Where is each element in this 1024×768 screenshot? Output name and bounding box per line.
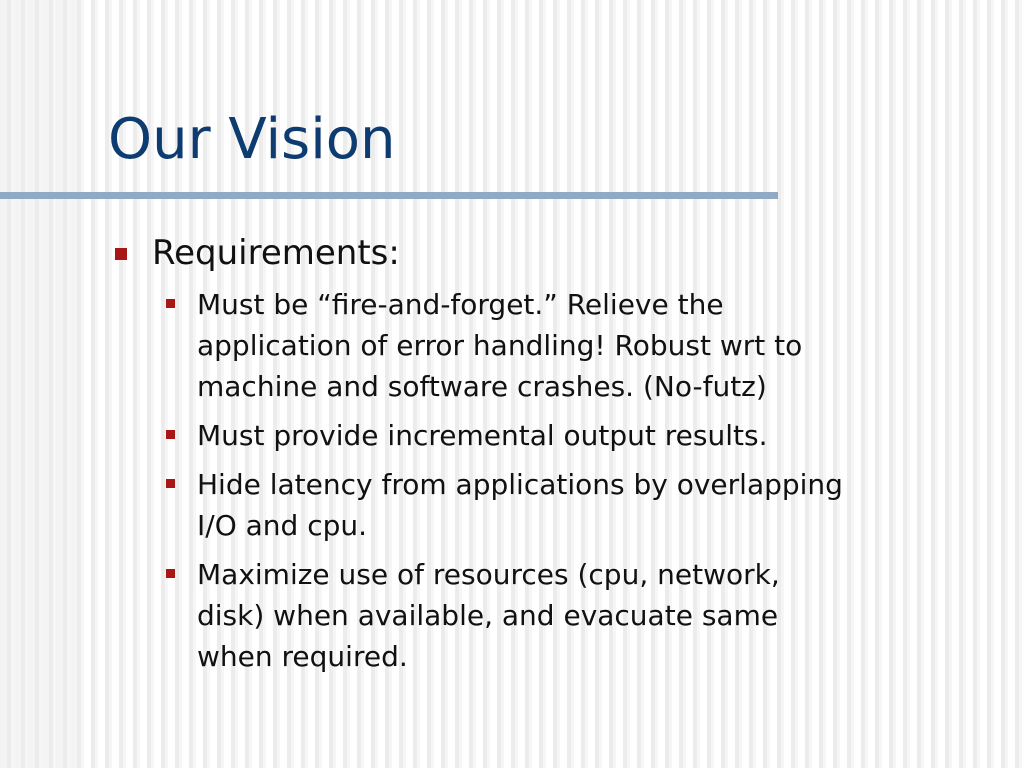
sub-bullet-fire-and-forget: Must be “fire-and-forget.” Relieve the a… xyxy=(166,284,997,407)
square-bullet-icon xyxy=(115,248,127,260)
sub-bullet-line: Maximize use of resources (cpu, network, xyxy=(197,558,780,591)
slide-body: Requirements: Must be “fire-and-forget.”… xyxy=(0,230,1024,677)
sub-bullet-maximize-resources: Maximize use of resources (cpu, network,… xyxy=(166,554,997,677)
square-bullet-icon xyxy=(166,430,175,439)
sub-bullet-line: I/O and cpu. xyxy=(197,509,368,542)
slide-title: Our Vision xyxy=(108,107,396,172)
bullet-label: Requirements: xyxy=(152,233,400,273)
square-bullet-icon xyxy=(166,479,175,488)
left-stripe-decoration xyxy=(0,0,78,768)
title-underline-rule xyxy=(0,192,778,199)
sub-bullet-line: Must provide incremental output results. xyxy=(197,419,768,452)
sub-bullet-line: application of error handling! Robust wr… xyxy=(197,329,803,362)
sub-bullet-incremental-output: Must provide incremental output results. xyxy=(166,415,997,456)
square-bullet-icon xyxy=(166,569,175,578)
sub-bullet-line: Must be “fire-and-forget.” Relieve the xyxy=(197,288,724,321)
sub-bullet-hide-latency: Hide latency from applications by overla… xyxy=(166,464,997,546)
bullet-requirements: Requirements: xyxy=(115,230,1024,276)
sub-bullet-line: when required. xyxy=(197,640,408,673)
sub-bullet-line: Hide latency from applications by overla… xyxy=(197,468,843,501)
sub-bullet-line: machine and software crashes. (No-futz) xyxy=(197,370,767,403)
square-bullet-icon xyxy=(166,299,175,308)
sub-bullet-line: disk) when available, and evacuate same xyxy=(197,599,779,632)
